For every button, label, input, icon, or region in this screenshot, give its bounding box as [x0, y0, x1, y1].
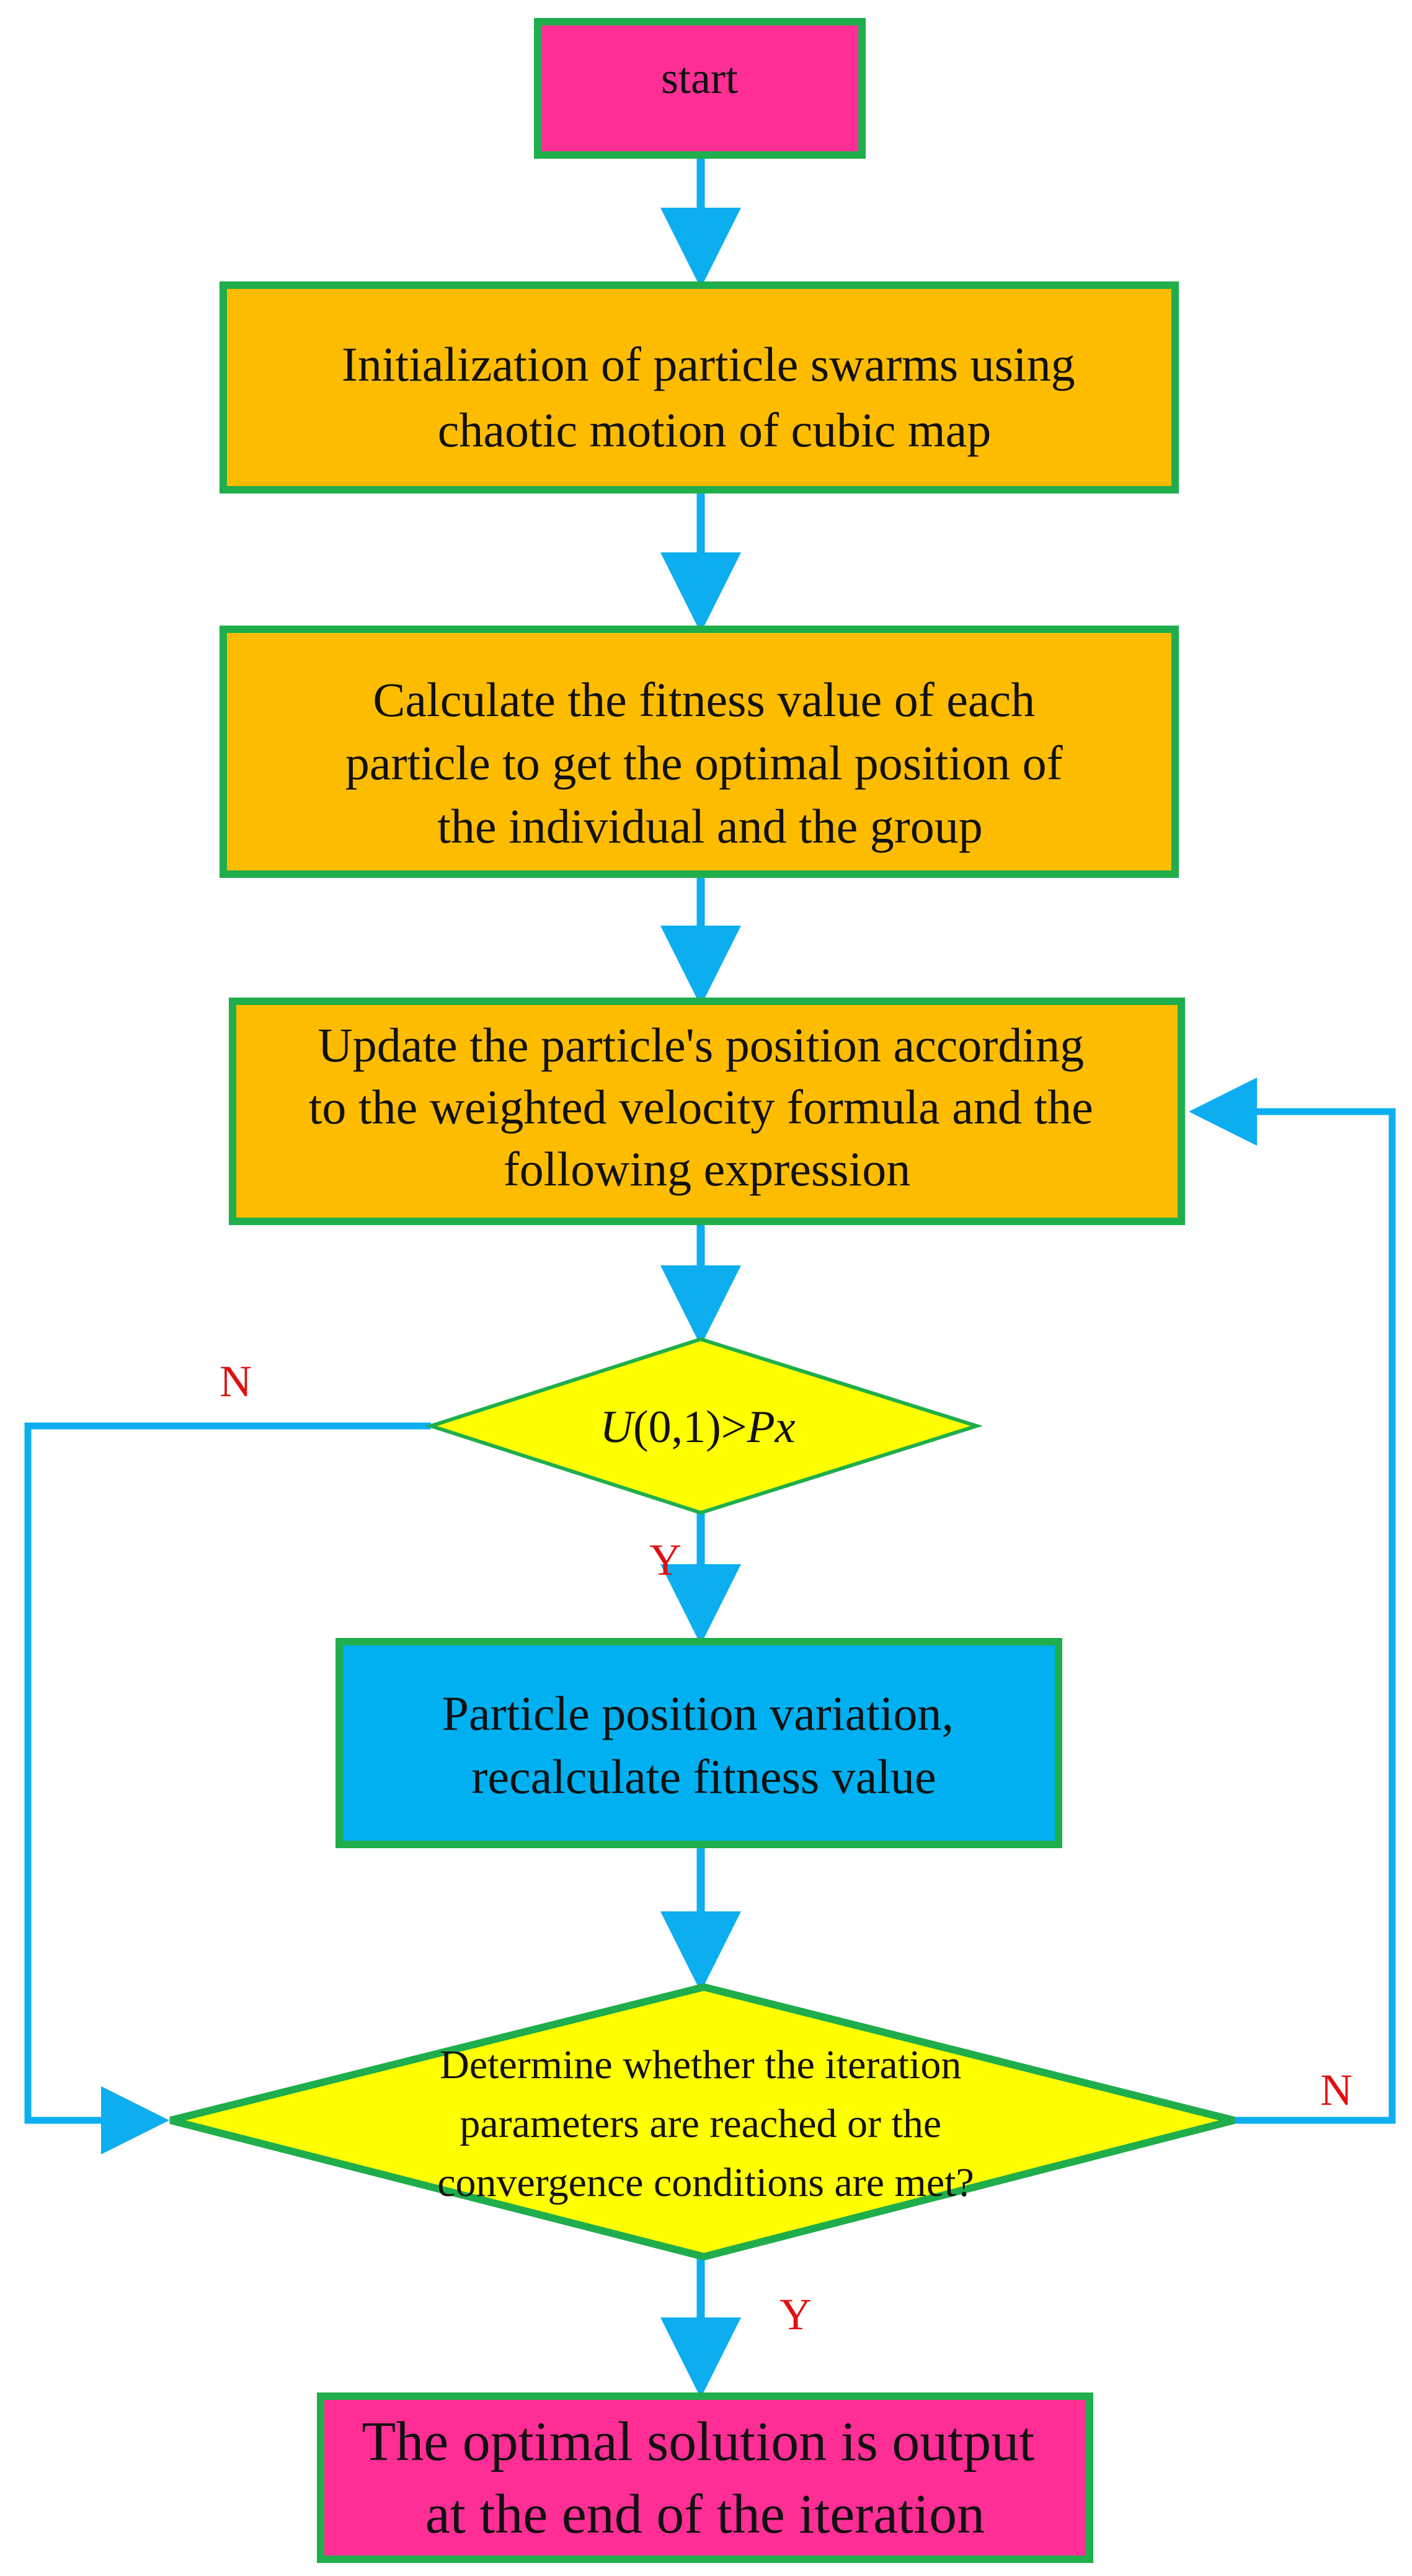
init-line-2: chaotic motion of cubic map [438, 403, 991, 457]
fitness-text: Calculate the fitness value of each part… [345, 673, 1075, 853]
update-text: Update the particle's position according… [309, 1018, 1105, 1196]
decision1-yes-label: Y [649, 1535, 682, 1585]
fitness-line-3: the individual and the group [437, 799, 982, 853]
decision1-no-label: N [220, 1357, 252, 1406]
output-line-2: at the end of the iteration [425, 2484, 985, 2545]
init-line-1: Initialization of particle swarms using [342, 337, 1075, 391]
decision1-px: Px [746, 1402, 795, 1453]
variation-box [335, 1638, 1062, 1848]
output-node: The optimal solution is output at the en… [317, 2392, 1093, 2563]
output-line-1: The optimal solution is output [362, 2411, 1034, 2472]
arrow-decision2-no [1189, 1078, 1396, 2124]
fitness-line-1: Calculate the fitness value of each [373, 673, 1035, 727]
decision2-line-2: parameters are reached or the [460, 2101, 941, 2146]
update-node: Update the particle's position according… [229, 998, 1185, 1225]
variation-line-2: recalculate fitness value [471, 1750, 936, 1804]
decision1-u: U [600, 1402, 636, 1453]
decision2-yes-label: Y [779, 2290, 812, 2339]
decision2-node: Determine whether the iteration paramete… [169, 1983, 1235, 2261]
update-line-1: Update the particle's position according [317, 1018, 1084, 1072]
variation-node: Particle position variation, recalculate… [335, 1638, 1062, 1848]
branch-labels: N Y N Y [220, 1357, 1352, 2339]
start-label: start [661, 53, 738, 103]
variation-text: Particle position variation, recalculate… [442, 1686, 966, 1804]
start-node: start [534, 18, 866, 159]
fitness-box [220, 626, 1179, 878]
output-box [317, 2392, 1093, 2563]
decision2-line-3: convergence conditions are met? [437, 2160, 974, 2205]
update-box [229, 998, 1185, 1225]
arrow-decision1-no [24, 1422, 431, 2154]
update-line-2: to the weighted velocity formula and the [309, 1080, 1093, 1134]
decision1-diamond [425, 1337, 983, 1515]
update-line-3: following expression [504, 1142, 910, 1196]
start-box [534, 18, 866, 159]
decision2-line-1: Determine whether the iteration [440, 2042, 961, 2087]
decision2-diamond [169, 1983, 1235, 2261]
connectors [24, 155, 1396, 2398]
init-text: Initialization of particle swarms using … [342, 337, 1087, 457]
init-box [220, 281, 1179, 494]
decision1-text: U(0,1)>Px [600, 1402, 795, 1453]
output-text: The optimal solution is output at the en… [362, 2411, 1048, 2545]
decision2-no-label: N [1320, 2065, 1352, 2115]
init-node: Initialization of particle swarms using … [220, 281, 1179, 494]
decision1-args: (0,1)> [633, 1402, 747, 1453]
fitness-line-2: particle to get the optimal position of [345, 736, 1063, 790]
variation-line-1: Particle position variation, [442, 1686, 954, 1740]
fitness-node: Calculate the fitness value of each part… [220, 626, 1179, 878]
decision1-node: U(0,1)>Px [425, 1337, 983, 1515]
decision2-text: Determine whether the iteration paramete… [437, 2042, 974, 2205]
